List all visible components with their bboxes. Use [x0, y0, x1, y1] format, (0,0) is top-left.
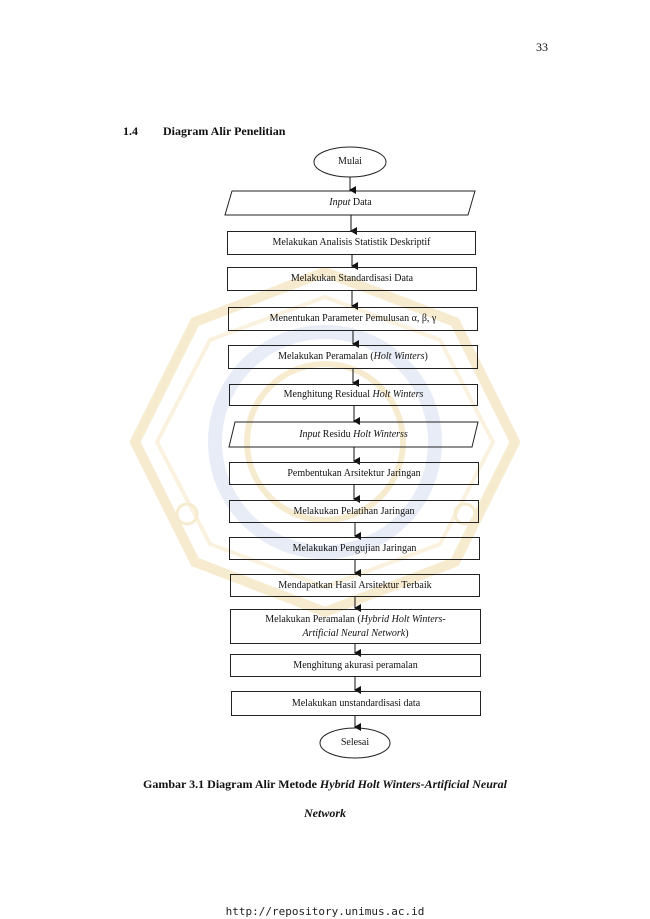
input-residu-parallelogram [228, 421, 479, 448]
step-pengujian-jaringan: Melakukan Pengujian Jaringan [292, 542, 417, 554]
page-number: 33 [536, 40, 548, 54]
process-box [228, 307, 478, 331]
process-box [229, 384, 478, 406]
step4-pre: Melakukan Peramalan ( [278, 351, 374, 363]
figure-caption-line1: Gambar 3.1 Diagram Alir Metode Hybrid Ho… [0, 777, 650, 792]
step10-pre: Melakukan Peramalan ( [265, 614, 361, 625]
caption-prefix: Gambar 3.1 Diagram Alir Metode [143, 777, 320, 791]
process-box [230, 654, 481, 677]
input-residu-mid: Residu [320, 428, 354, 440]
step5-pre: Menghitung Residual [283, 389, 373, 401]
step5-italic: Holt Winters [372, 389, 424, 401]
step-pelatihan-jaringan: Melakukan Pelatihan Jaringan [293, 505, 415, 517]
section-title: Diagram Alir Penelitian [163, 124, 286, 138]
step-residual-holt-winters: Menghitung Residual Holt Winters [229, 384, 478, 406]
step-peramalan-holt-winters: Melakukan Peramalan (Holt Winters) [228, 345, 478, 369]
section-number: 1.4 [123, 124, 138, 138]
input-data-label: Input Data [228, 191, 473, 215]
process-box [231, 691, 481, 716]
process-box [230, 574, 480, 597]
step10-post: ) [405, 627, 409, 639]
step-unstandardisasi: Melakukan unstandardisasi data [291, 697, 421, 709]
input-data-italic: Input [329, 197, 351, 209]
step-analisis-statistik: Melakukan Analisis Statistik Deskriptif [272, 237, 431, 249]
process-box [230, 609, 481, 644]
process-box [228, 345, 478, 369]
input-residu-italic2: Holt Winterss [353, 428, 408, 440]
step10-italic2: Artificial Neural Network [302, 627, 406, 639]
step-standardisasi: Melakukan Standardisasi Data [290, 273, 414, 285]
footer-url: http://repository.unimus.ac.id [225, 905, 425, 918]
university-seal-watermark [129, 266, 521, 618]
process-box [229, 537, 480, 560]
step10-italic1: Hybrid Holt Winters- [360, 614, 446, 625]
section-heading: 1.4 Diagram Alir Penelitian [123, 124, 285, 139]
caption-italic: Hybrid Holt Winters-Artificial Neural [319, 777, 507, 791]
step4-italic: Holt Winters [373, 351, 425, 363]
process-box [227, 231, 476, 255]
process-box [229, 462, 479, 485]
step-akurasi-peramalan: Menghitung akurasi peramalan [293, 659, 418, 671]
step-peramalan-hybrid: Melakukan Peramalan (Hybrid Holt Winters… [230, 609, 481, 644]
process-box [229, 500, 479, 523]
process-box [227, 267, 477, 291]
step4-post: ) [424, 351, 428, 363]
input-data-parallelogram [224, 190, 476, 216]
input-data-rest: Data [350, 197, 372, 209]
figure-caption-line2: Network [304, 806, 346, 820]
step-arsitektur-jaringan: Pembentukan Arsitektur Jaringan [287, 467, 421, 479]
start-label: Mulai [338, 156, 362, 168]
step-parameter-pemulusan: Menentukan Parameter Pemulusan α, β, γ [269, 313, 437, 325]
step-arsitektur-terbaik: Mendapatkan Hasil Arsitektur Terbaik [278, 579, 432, 591]
input-residu-label: Input Residu Holt Winterss [232, 422, 475, 447]
end-label: Selesai [340, 737, 370, 749]
input-residu-italic1: Input [299, 428, 321, 440]
